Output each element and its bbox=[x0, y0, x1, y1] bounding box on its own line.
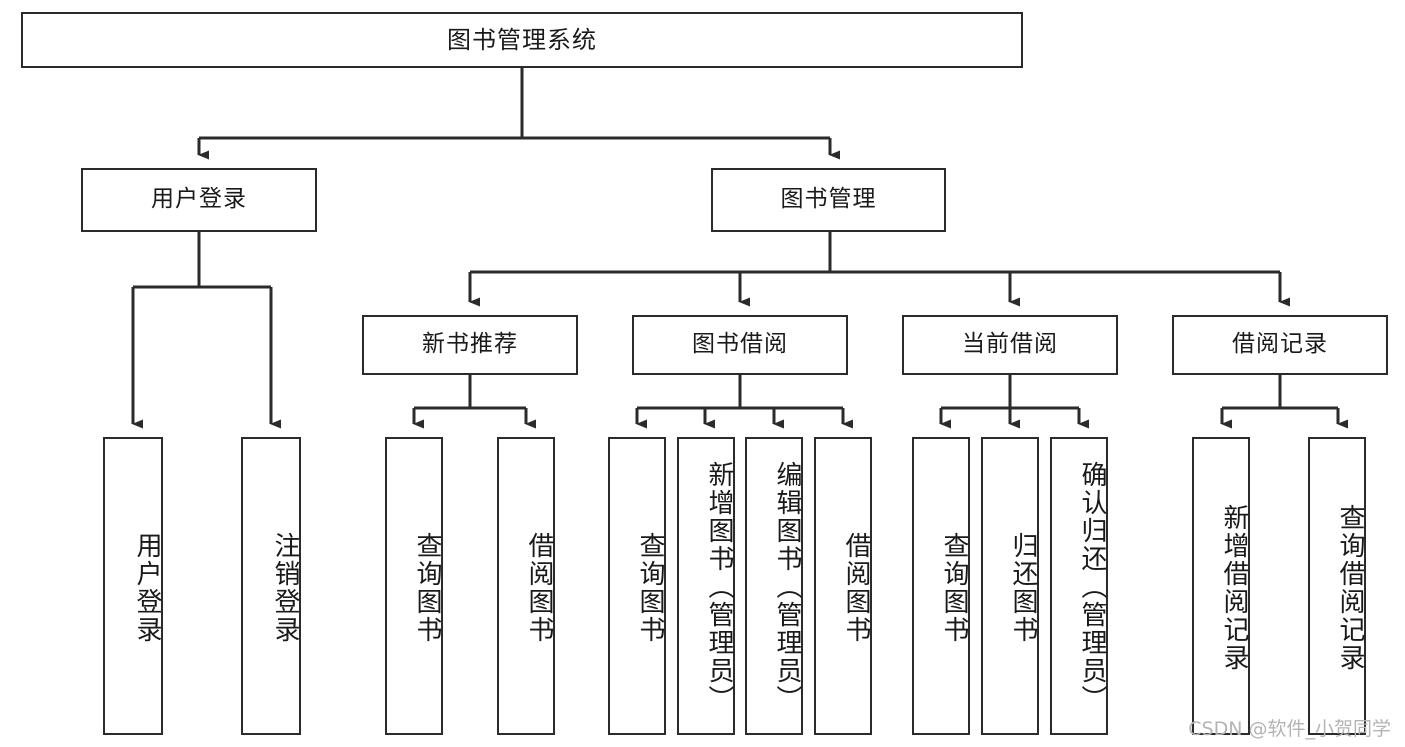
node-label: 查询图书 bbox=[635, 532, 665, 644]
leaf-borrow-book-recommend[interactable]: 借阅图书 bbox=[497, 437, 555, 735]
leaf-confirm-return-admin[interactable]: 确认归还（管理员） bbox=[1050, 437, 1108, 735]
node-user-login[interactable]: 用户登录 bbox=[81, 168, 317, 232]
node-label: 注销登录 bbox=[270, 532, 300, 644]
leaf-query-borrow-record[interactable]: 查询借阅记录 bbox=[1308, 437, 1366, 735]
node-label: 新书推荐 bbox=[422, 331, 518, 358]
node-book-borrow[interactable]: 图书借阅 bbox=[632, 315, 848, 375]
node-label: 借阅图书 bbox=[841, 532, 871, 644]
node-label: 用户登录 bbox=[132, 532, 162, 644]
watermark-text: CSDN @软件_小贺同学 bbox=[1188, 718, 1391, 740]
node-label: 图书借阅 bbox=[692, 331, 788, 358]
node-label: 用户登录 bbox=[151, 186, 247, 213]
node-label: 借阅记录 bbox=[1232, 331, 1328, 358]
leaf-add-borrow-record[interactable]: 新增借阅记录 bbox=[1192, 437, 1250, 735]
leaf-query-book-current[interactable]: 查询图书 bbox=[912, 437, 970, 735]
node-borrow-record[interactable]: 借阅记录 bbox=[1172, 315, 1388, 375]
node-current-borrow[interactable]: 当前借阅 bbox=[902, 315, 1118, 375]
leaf-borrow-book[interactable]: 借阅图书 bbox=[814, 437, 872, 735]
leaf-return-book[interactable]: 归还图书 bbox=[981, 437, 1039, 735]
node-label: 查询图书 bbox=[412, 532, 442, 644]
node-book-management[interactable]: 图书管理 bbox=[711, 168, 946, 232]
leaf-query-book-recommend[interactable]: 查询图书 bbox=[385, 437, 443, 735]
node-label: 编辑图书（管理员） bbox=[772, 461, 802, 713]
node-label: 当前借阅 bbox=[962, 331, 1058, 358]
node-label: 确认归还（管理员） bbox=[1077, 461, 1107, 713]
node-label: 图书管理 bbox=[780, 186, 877, 213]
node-label: 新增借阅记录 bbox=[1219, 504, 1249, 672]
node-label: 查询图书 bbox=[939, 532, 969, 644]
node-label: 新增图书（管理员） bbox=[704, 461, 734, 713]
node-label: 查询借阅记录 bbox=[1335, 504, 1365, 672]
leaf-user-login[interactable]: 用户登录 bbox=[103, 437, 163, 735]
node-new-book-recommend[interactable]: 新书推荐 bbox=[362, 315, 578, 375]
leaf-edit-book-admin[interactable]: 编辑图书（管理员） bbox=[745, 437, 803, 735]
node-label: 借阅图书 bbox=[524, 532, 554, 644]
node-label: 图书管理系统 bbox=[447, 25, 597, 54]
node-label: 归还图书 bbox=[1008, 532, 1038, 644]
leaf-query-book-borrow[interactable]: 查询图书 bbox=[608, 437, 666, 735]
leaf-add-book-admin[interactable]: 新增图书（管理员） bbox=[677, 437, 735, 735]
leaf-user-logout[interactable]: 注销登录 bbox=[241, 437, 301, 735]
node-root-system[interactable]: 图书管理系统 bbox=[21, 12, 1023, 68]
